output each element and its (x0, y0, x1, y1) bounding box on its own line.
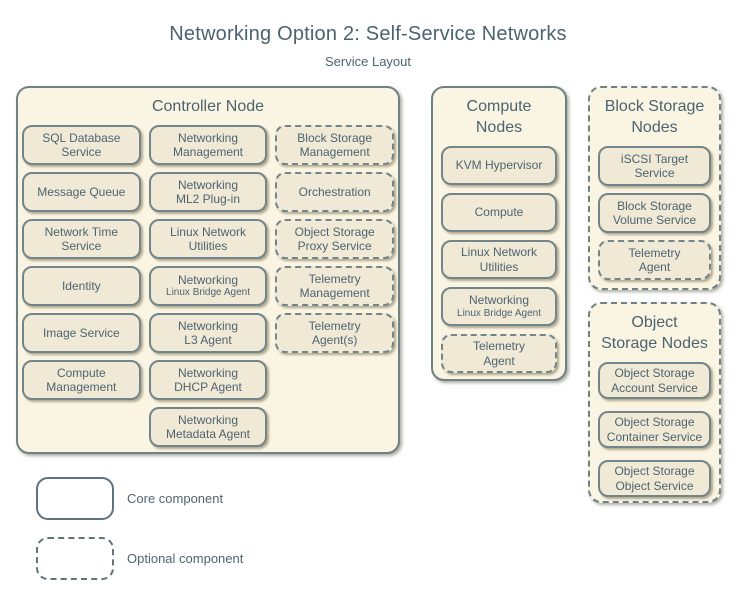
service-network-time-service: Network Time Service (22, 219, 141, 259)
service-label: SQL Database Service (42, 130, 121, 160)
block-storage-nodes-container: Block Storage Nodes iSCSI Target Service… (588, 86, 721, 290)
service-object-storage-object-service: Object Storage Object Service (598, 460, 711, 497)
service-telemetry-agent-compute: Telemetry Agent (441, 334, 557, 373)
service-object-storage-account-service: Object Storage Account Service (598, 362, 711, 399)
block-storage-services-stack: iSCSI Target Service Block Storage Volum… (592, 146, 717, 280)
service-label: Identity (61, 278, 101, 293)
service-label: Image Service (42, 325, 120, 340)
service-label: Compute Management (46, 365, 117, 395)
diagram-title: Networking Option 2: Self-Service Networ… (169, 23, 567, 45)
service-iscsi-target-service: iSCSI Target Service (598, 146, 711, 186)
service-telemetry-agents: Telemetry Agent(s) (275, 313, 394, 353)
service-label: Object Storage Account Service (611, 366, 698, 395)
service-sublabel: Linux Bridge Agent (166, 287, 250, 299)
legend-row-optional: Optional component (36, 537, 243, 580)
service-telemetry-agent-block: Telemetry Agent (598, 240, 711, 280)
object-storage-services-stack: Object Storage Account Service Object St… (592, 362, 717, 497)
object-storage-nodes-container: Object Storage Nodes Object Storage Acco… (588, 302, 721, 503)
service-label: Telemetry Agent (628, 245, 681, 275)
service-sublabel: Linux Bridge Agent (457, 307, 541, 319)
service-linux-network-utilities-compute: Linux Network Utilities (441, 240, 557, 279)
service-label: Linux Network Utilities (169, 224, 246, 254)
service-label: Object Storage Proxy Service (294, 224, 375, 254)
service-identity: Identity (22, 266, 141, 306)
service-label: Networking ML2 Plug-in (175, 177, 240, 207)
service-label: Telemetry Management (299, 271, 370, 301)
service-label: Networking DHCP Agent (174, 365, 242, 395)
service-sql-database-service: SQL Database Service (22, 125, 141, 165)
diagram-subtitle: Service Layout (325, 54, 411, 69)
service-networking-dhcp-agent: Networking DHCP Agent (148, 360, 268, 400)
compute-nodes-title: Compute Nodes (466, 98, 532, 136)
controller-services-grid: SQL Database Service Networking Manageme… (20, 125, 396, 447)
service-object-storage-proxy-service: Object Storage Proxy Service (275, 219, 394, 259)
legend-label-optional: Optional component (127, 551, 244, 566)
service-networking-l3-agent: Networking L3 Agent (148, 313, 268, 353)
service-label: Orchestration (298, 184, 371, 199)
object-storage-nodes-title: Object Storage Nodes (601, 314, 708, 352)
service-label: Networking (177, 272, 238, 287)
service-label: Block Storage Volume Service (612, 198, 697, 228)
service-networking-metadata-agent: Networking Metadata Agent (148, 407, 268, 447)
controller-node-container: Controller Node SQL Database Service Net… (16, 86, 400, 454)
service-label: Message Queue (37, 184, 126, 199)
legend: Core component Optional component (36, 477, 243, 580)
service-linux-network-utilities: Linux Network Utilities (148, 219, 268, 259)
service-label: Linux Network Utilities (460, 245, 538, 274)
compute-services-stack: KVM Hypervisor Compute Linux Network Uti… (435, 146, 563, 373)
service-label: Telemetry Agent(s) (308, 318, 361, 348)
service-label: Object Storage Object Service (614, 464, 695, 493)
service-label: KVM Hypervisor (455, 158, 543, 173)
service-networking-ml2-plugin: Networking ML2 Plug-in (148, 172, 268, 212)
service-label: Compute (474, 205, 524, 220)
service-label: Telemetry Agent (472, 339, 525, 368)
service-label: Object Storage Container Service (606, 415, 703, 444)
service-image-service: Image Service (22, 313, 141, 353)
service-label: Network Time Service (44, 224, 118, 254)
service-label: iSCSI Target Service (620, 151, 689, 181)
service-telemetry-management: Telemetry Management (275, 266, 394, 306)
service-object-storage-container-service: Object Storage Container Service (598, 411, 711, 448)
optional-component-swatch (36, 537, 114, 580)
service-label: Networking Management (172, 130, 244, 160)
service-label: Networking (468, 293, 530, 308)
service-orchestration: Orchestration (275, 172, 394, 212)
service-networking-management: Networking Management (148, 125, 268, 165)
service-label: Networking L3 Agent (177, 318, 238, 348)
core-component-swatch (36, 477, 114, 520)
service-message-queue: Message Queue (22, 172, 141, 212)
legend-label-core: Core component (127, 491, 224, 506)
block-storage-nodes-title: Block Storage Nodes (604, 98, 705, 136)
service-block-storage-volume-service: Block Storage Volume Service (598, 193, 711, 233)
service-block-storage-management: Block Storage Management (275, 125, 394, 165)
compute-nodes-container: Compute Nodes KVM Hypervisor Compute Lin… (431, 86, 567, 381)
controller-node-title: Controller Node (151, 98, 265, 115)
service-compute-management: Compute Management (22, 360, 141, 400)
service-kvm-hypervisor: KVM Hypervisor (441, 146, 557, 185)
service-compute: Compute (441, 193, 557, 232)
service-label: Networking Metadata Agent (165, 412, 251, 442)
legend-row-core: Core component (36, 477, 243, 520)
service-label: Block Storage Management (297, 130, 373, 160)
